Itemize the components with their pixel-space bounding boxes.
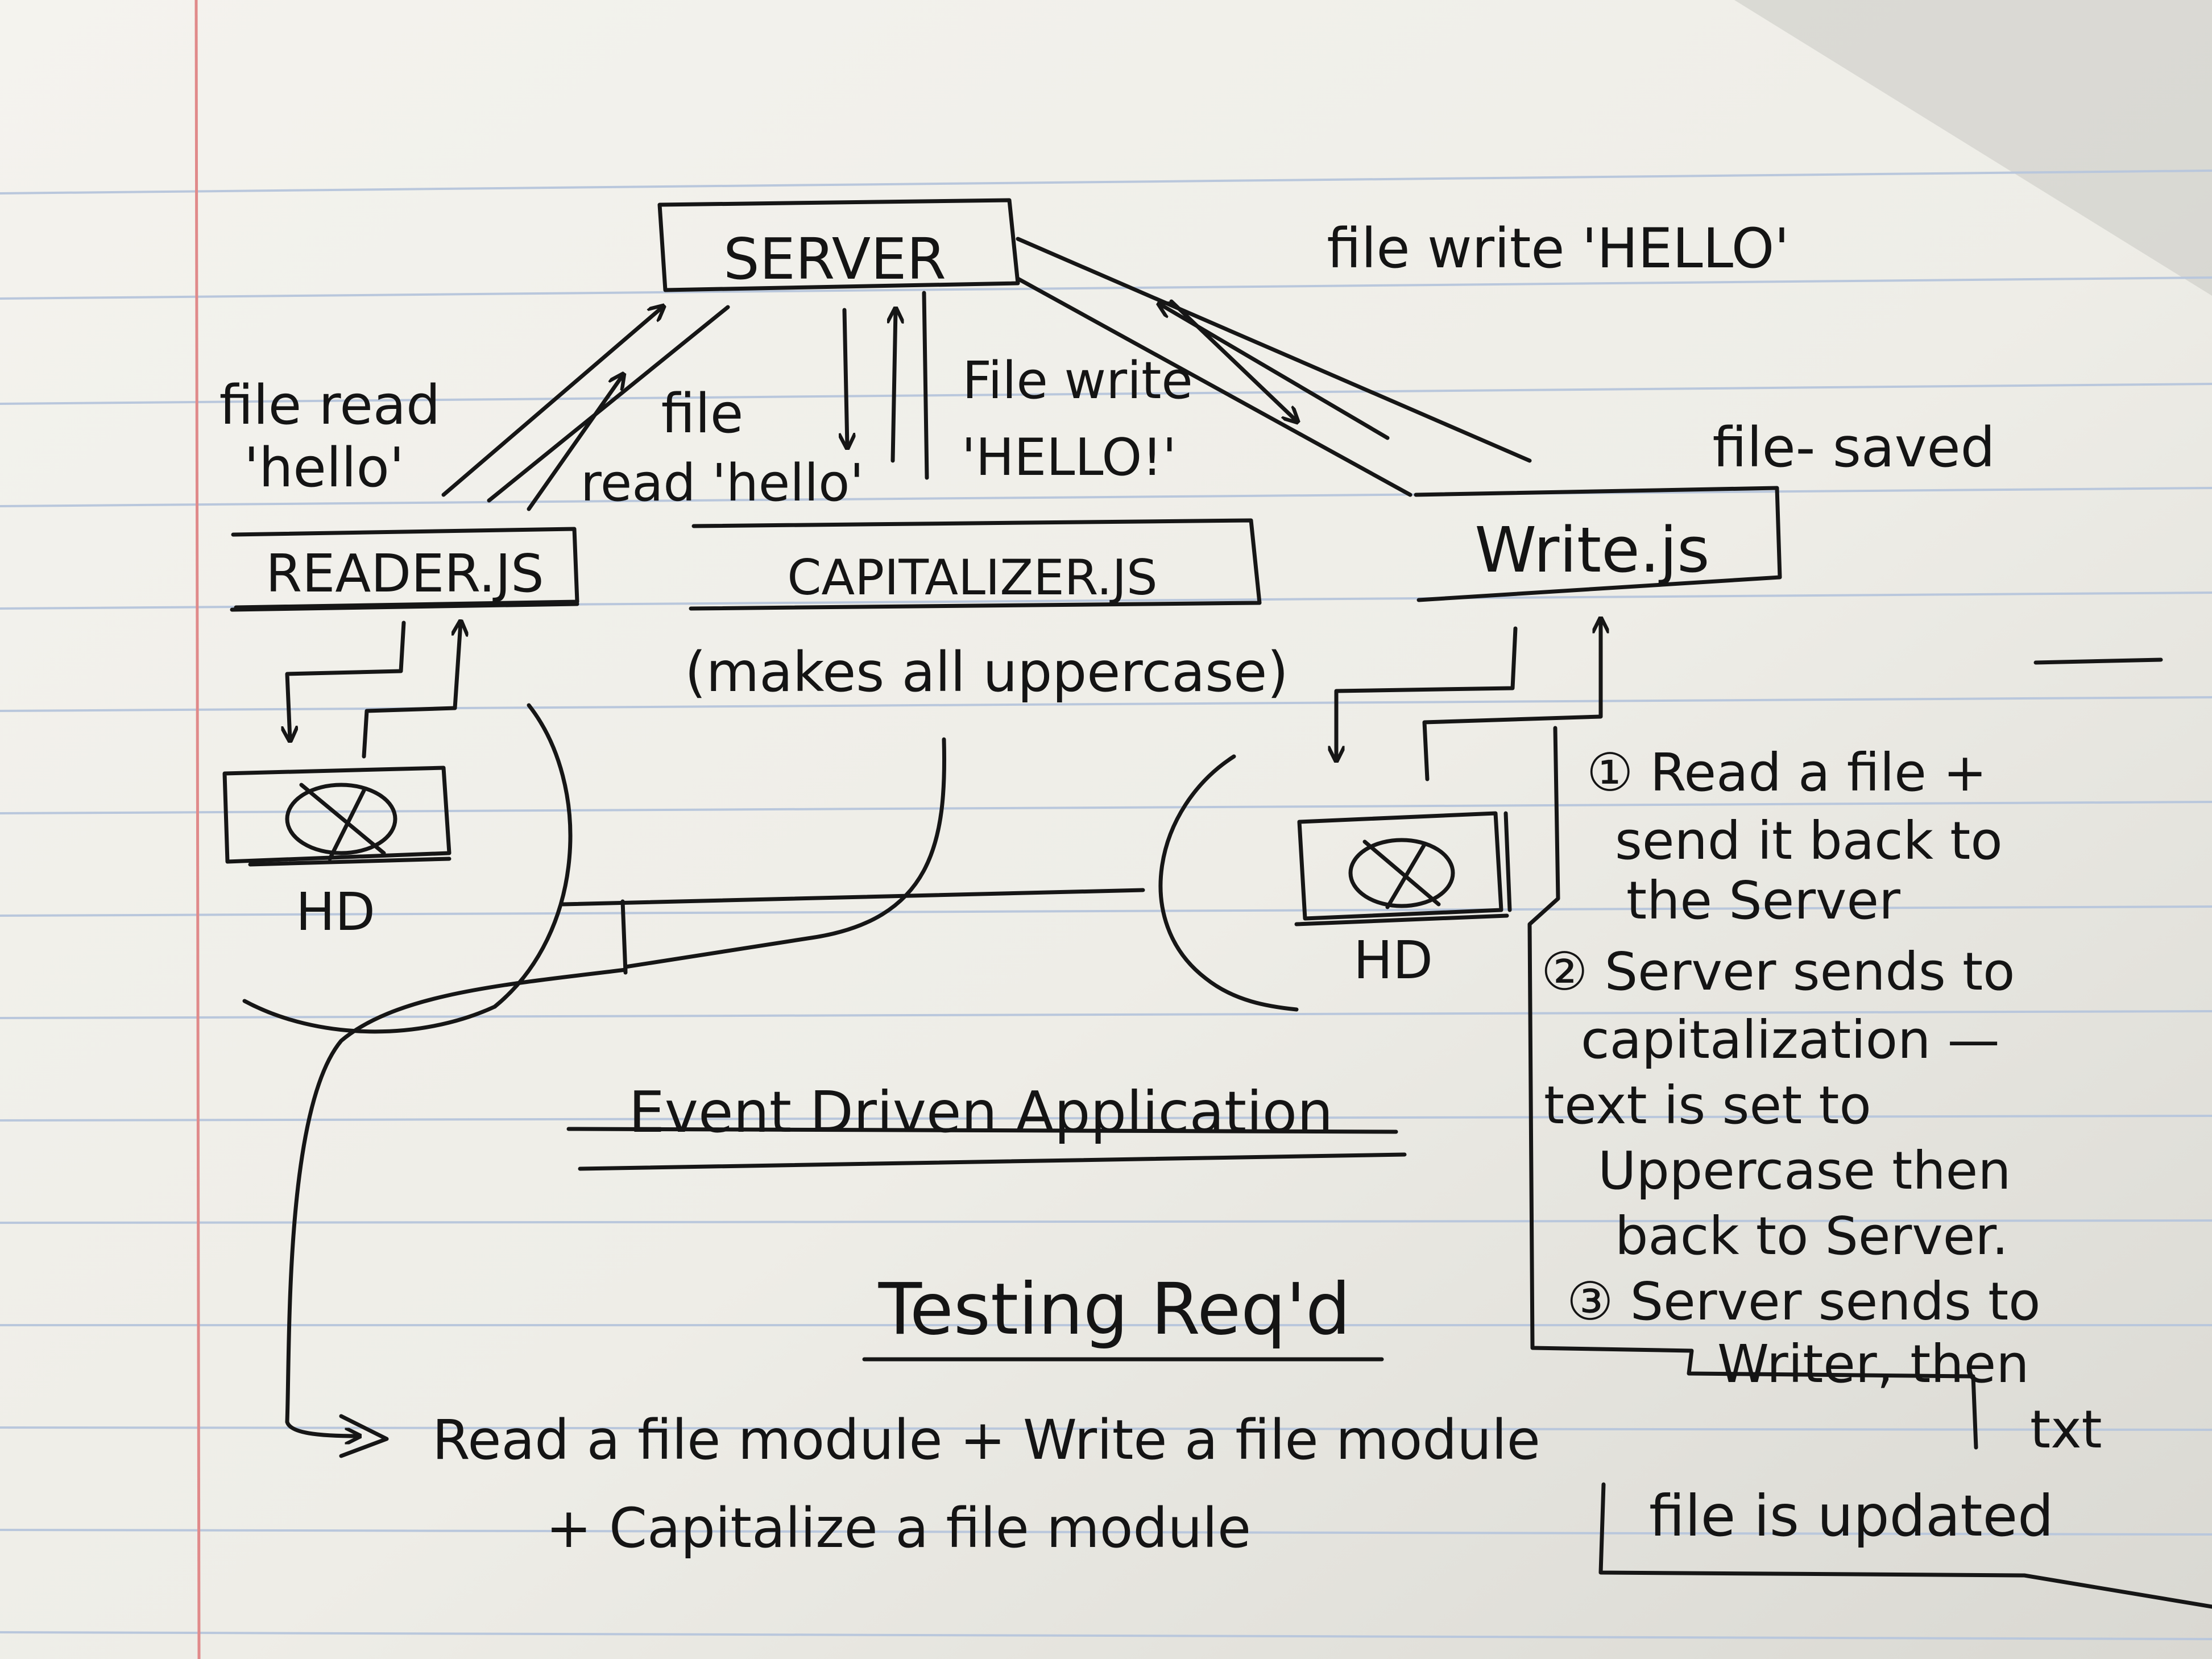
edge-label-file-saved: file- saved bbox=[1712, 416, 1995, 479]
edge-label-file-write: File write bbox=[962, 351, 1192, 411]
capitalizer-node: CAPITALIZER.JS (makes all uppercase) bbox=[685, 518, 1289, 704]
hd-left: HD bbox=[222, 623, 461, 942]
step-line-4: ② Server sends to bbox=[1541, 941, 2015, 1002]
testing-title: Testing Req'd bbox=[878, 1268, 1351, 1351]
step-line-6: text is set to bbox=[1544, 1075, 1871, 1136]
writer-node: Write.js bbox=[1414, 486, 1782, 602]
edge-label-read-hello: read 'hello' bbox=[581, 453, 864, 513]
capitalizer-label: CAPITALIZER.JS bbox=[787, 549, 1157, 606]
step-line-11: txt bbox=[2030, 1399, 2102, 1460]
edge-label-hello-caps: 'HELLO!' bbox=[962, 428, 1177, 487]
testing-line-2: + Capitalize a file module bbox=[546, 1496, 1251, 1560]
edge-label-file-write-top: file write 'HELLO' bbox=[1327, 217, 1789, 280]
hd-left-label: HD bbox=[296, 882, 375, 942]
step-line-10: Writer, then bbox=[1717, 1334, 2029, 1395]
reader-node: READER.JS bbox=[230, 527, 579, 612]
hd-right-label: HD bbox=[1353, 930, 1433, 991]
server-node: SERVER bbox=[657, 198, 1020, 292]
title-block: Event Driven Application Testing Req'd bbox=[566, 1079, 1407, 1362]
paper-corner-shadow bbox=[1734, 0, 2212, 296]
server-edges bbox=[441, 237, 1532, 511]
edge-label-file: file bbox=[661, 383, 744, 445]
steps-panel: ① Read a file + send it back to the Serv… bbox=[1527, 657, 2212, 1609]
step-line-7: Uppercase then bbox=[1598, 1140, 2011, 1201]
edge-label-hello: 'hello' bbox=[244, 437, 404, 499]
edge-label-file-read: file read bbox=[219, 374, 441, 437]
edge-labels: file read 'hello' file read 'hello' File… bbox=[219, 217, 1995, 513]
hd-right: HD bbox=[1294, 620, 1601, 991]
testing-line-1: Read a file module + Write a file module bbox=[432, 1408, 1540, 1472]
writer-label: Write.js bbox=[1474, 514, 1709, 586]
server-label: SERVER bbox=[723, 226, 946, 292]
margin-line bbox=[194, 0, 201, 1659]
step-line-9: ③ Server sends to bbox=[1567, 1271, 2040, 1332]
testing-list: Read a file module + Write a file module… bbox=[339, 1408, 1540, 1560]
step-line-3: the Server bbox=[1626, 870, 1900, 931]
step-line-5: capitalization — bbox=[1581, 1010, 2000, 1070]
step-line-2: send it back to bbox=[1615, 810, 2003, 871]
reader-label: READER.JS bbox=[266, 543, 544, 604]
step-line-12: file is updated bbox=[1649, 1483, 2054, 1549]
event-bus bbox=[242, 703, 1299, 1436]
capitalizer-note: (makes all uppercase) bbox=[685, 640, 1289, 704]
step-line-8: back to Server. bbox=[1615, 1206, 2008, 1267]
step-line-1: ① Read a file + bbox=[1586, 742, 1987, 803]
diagram-title: Event Driven Application bbox=[629, 1079, 1333, 1145]
